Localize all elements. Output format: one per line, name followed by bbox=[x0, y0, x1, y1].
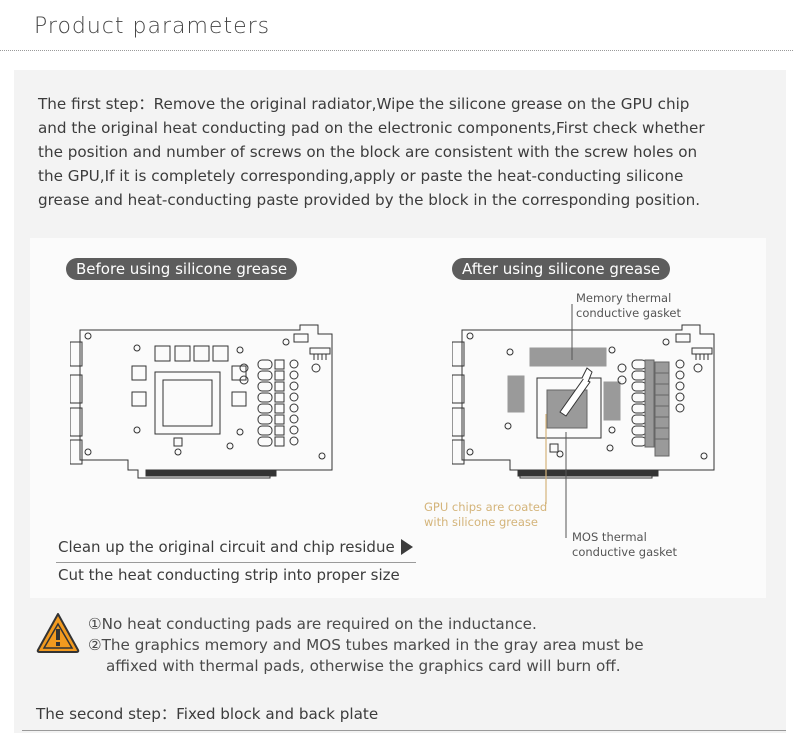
action-clean: Clean up the original circuit and chip r… bbox=[58, 538, 413, 556]
step1-line: and the original heat conducting pad on … bbox=[38, 119, 705, 137]
warning-triangle-icon bbox=[36, 613, 80, 653]
action-clean-text: Clean up the original circuit and chip r… bbox=[58, 538, 395, 556]
gpu-callout-line: GPU chips are coated bbox=[424, 500, 548, 514]
memory-callout-line: conductive gasket bbox=[576, 306, 681, 320]
page-header: Product parameters bbox=[0, 0, 793, 52]
step1-line: the GPU,If it is completely correspondin… bbox=[38, 167, 684, 185]
memory-callout: Memory thermal conductive gasket bbox=[576, 291, 681, 321]
step1-line: the position and number of screws on the… bbox=[38, 143, 698, 161]
note-item: ①No heat conducting pads are required on… bbox=[88, 615, 537, 633]
note-item: ②The graphics memory and MOS tubes marke… bbox=[88, 636, 644, 654]
before-board-illustration bbox=[70, 324, 333, 479]
arrow-right-icon bbox=[400, 539, 413, 555]
memory-callout-line: Memory thermal bbox=[576, 291, 672, 305]
mos-callout-line: MOS thermal bbox=[572, 530, 647, 544]
mos-callout: MOS thermal conductive gasket bbox=[572, 530, 677, 560]
figure-area bbox=[30, 238, 766, 598]
mos-callout-line: conductive gasket bbox=[572, 545, 677, 559]
before-label: Before using silicone grease bbox=[66, 258, 298, 280]
action-divider bbox=[56, 562, 416, 563]
header-divider bbox=[0, 50, 793, 51]
page-title: Product parameters bbox=[34, 14, 271, 39]
step2-divider bbox=[22, 730, 786, 731]
note-item: affixed with thermal pads, otherwise the… bbox=[106, 657, 621, 675]
warning-notes: ①No heat conducting pads are required on… bbox=[88, 614, 644, 677]
after-label: After using silicone grease bbox=[452, 258, 671, 280]
step1-instructions: The first step：Remove the original radia… bbox=[38, 92, 768, 212]
step1-line: The first step：Remove the original radia… bbox=[38, 95, 690, 113]
gpu-callout: GPU chips are coated with silicone greas… bbox=[424, 500, 547, 530]
gpu-callout-line: with silicone grease bbox=[424, 515, 538, 529]
action-cut: Cut the heat conducting strip into prope… bbox=[58, 566, 400, 584]
step1-line: grease and heat-conducting paste provide… bbox=[38, 191, 701, 209]
after-board-illustration bbox=[452, 324, 715, 479]
step2-heading: The second step：Fixed block and back pla… bbox=[36, 705, 379, 723]
